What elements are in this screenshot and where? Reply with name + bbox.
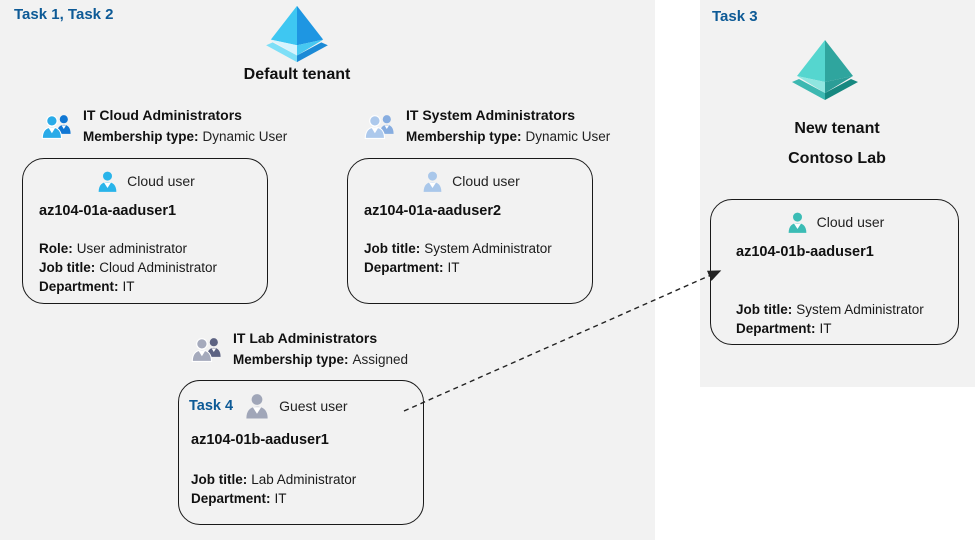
user-type-label: Cloud user (127, 173, 195, 189)
field-department: Department:IT (736, 321, 832, 336)
username: az104-01a-aaduser2 (364, 203, 502, 219)
default-tenant-panel: Task 1, Task 2 Default tenant IT Cloud A… (0, 0, 655, 540)
field-department: Department:IT (39, 279, 135, 294)
field-role: Role:User administrator (39, 241, 188, 256)
task-label-3: Task 3 (712, 8, 758, 25)
person-icon-lightblue (423, 171, 442, 192)
person-icon-gray (246, 394, 268, 419)
username: az104-01a-aaduser1 (39, 203, 177, 219)
person-icon-teal (788, 212, 806, 233)
field-job-title: Job title:Cloud Administrator (39, 260, 218, 275)
card-header: Cloud user (348, 167, 592, 195)
field-department: Department:IT (364, 260, 460, 275)
user-fields: Job title:System Administrator Departmen… (364, 239, 592, 277)
user-type-label: Cloud user (816, 214, 885, 230)
group-membership: Membership type:Dynamic User (83, 129, 288, 144)
user-fields: Role:User administrator Job title:Cloud … (39, 239, 267, 296)
card-header: Task 4 Guest user (179, 392, 423, 420)
user-group-icon-gray (191, 337, 221, 362)
group-name: IT Lab Administrators (233, 330, 378, 346)
field-job-title: Job title:System Administrator (736, 302, 924, 317)
new-tenant-panel: Task 3 New tenant Contoso Lab (700, 0, 975, 387)
username: az104-01b-aaduser1 (191, 432, 329, 448)
card-header: Cloud user (23, 167, 267, 195)
group-it-lab-administrators: IT Lab Administrators Membership type:As… (190, 327, 408, 370)
group-name: IT System Administrators (406, 107, 576, 123)
user-type-label: Guest user (279, 398, 348, 414)
default-tenant-title: Default tenant (243, 66, 351, 83)
task-4-badge: Task 4 (189, 398, 234, 414)
new-tenant-title-line1: New tenant (794, 120, 880, 137)
user-group-icon-lightblue (364, 114, 394, 139)
field-job-title: Job title:System Administrator (364, 241, 552, 256)
group-name: IT Cloud Administrators (83, 107, 242, 123)
person-icon-cyan (98, 171, 117, 192)
group-membership: Membership type:Dynamic User (406, 129, 611, 144)
user-fields: Job title:System Administrator Departmen… (736, 300, 958, 338)
field-job-title: Job title:Lab Administrator (191, 472, 357, 487)
user-card-new-tenant-aaduser1: Cloud user az104-01b-aaduser1 Job title:… (710, 199, 959, 345)
task-label-1-2: Task 1, Task 2 (14, 6, 114, 23)
user-group-icon-blue (41, 114, 71, 139)
guest-user-card-aaduser1: Task 4 Guest user az104-01b-aaduser1 Job… (178, 380, 424, 525)
user-type-label: Cloud user (452, 173, 520, 189)
group-membership: Membership type:Assigned (233, 352, 409, 367)
group-it-system-administrators: IT System Administrators Membership type… (363, 104, 610, 147)
card-header: Cloud user (711, 208, 958, 236)
azure-ad-tenant-icon-blue (266, 5, 328, 63)
username: az104-01b-aaduser1 (736, 244, 874, 260)
azure-ad-tenant-icon-teal (792, 40, 858, 100)
user-fields: Job title:Lab Administrator Department:I… (191, 470, 423, 508)
new-tenant-title-line2: Contoso Lab (788, 150, 886, 167)
field-department: Department:IT (191, 491, 287, 506)
group-it-cloud-administrators: IT Cloud Administrators Membership type:… (40, 104, 287, 147)
user-card-aaduser1: Cloud user az104-01a-aaduser1 Role:User … (22, 158, 268, 304)
user-card-aaduser2: Cloud user az104-01a-aaduser2 Job title:… (347, 158, 593, 304)
